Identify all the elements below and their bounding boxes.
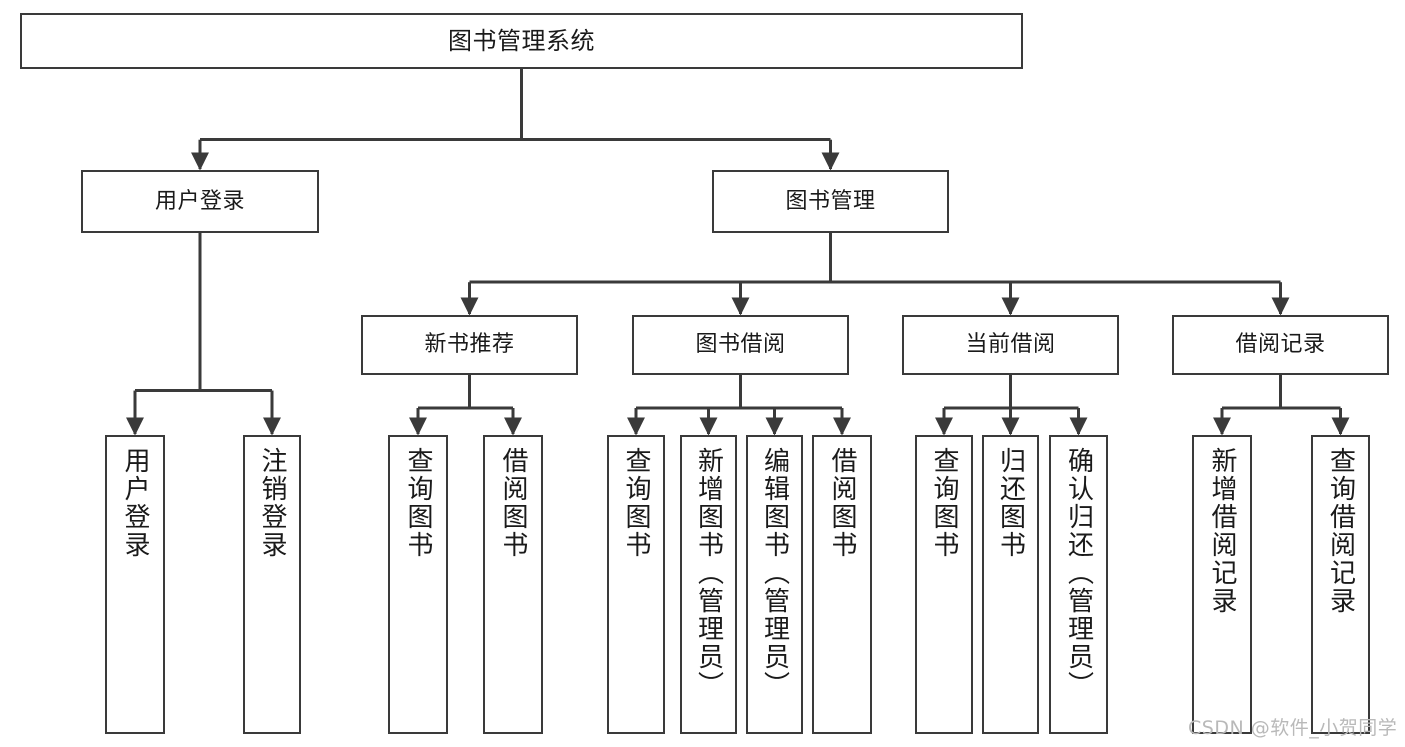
node-leaf-borrow-book-1[interactable]: 借阅图书 <box>483 435 543 734</box>
watermark: CSDN @软件_小贺同学 <box>1188 717 1398 739</box>
node-label: 新增借阅记录 <box>1207 447 1237 615</box>
node-label: 新书推荐 <box>424 332 515 358</box>
node-leaf-borrow-book-2[interactable]: 借阅图书 <box>812 435 872 734</box>
node-current-borrow[interactable]: 当前借阅 <box>902 315 1119 375</box>
node-leaf-return-book[interactable]: 归还图书 <box>982 435 1039 734</box>
node-label: 图书管理系统 <box>448 26 595 55</box>
node-leaf-query-book-1[interactable]: 查询图书 <box>388 435 448 734</box>
node-label: 确认归还（管理员） <box>1063 447 1094 699</box>
node-label: 编辑图书（管理员） <box>759 447 790 699</box>
node-label: 查询图书 <box>929 447 959 559</box>
node-leaf-edit-book[interactable]: 编辑图书（管理员） <box>746 435 803 734</box>
node-label: 借阅图书 <box>498 447 528 559</box>
node-label: 图书借阅 <box>695 332 786 358</box>
node-label: 新增图书（管理员） <box>693 447 724 699</box>
node-borrow-record[interactable]: 借阅记录 <box>1172 315 1389 375</box>
node-label: 用户登录 <box>120 447 150 559</box>
node-label: 查询图书 <box>621 447 651 559</box>
node-book-manage[interactable]: 图书管理 <box>712 170 949 233</box>
node-leaf-user-login[interactable]: 用户登录 <box>105 435 165 734</box>
node-leaf-query-book-3[interactable]: 查询图书 <box>915 435 973 734</box>
node-leaf-logout[interactable]: 注销登录 <box>243 435 301 734</box>
node-label: 注销登录 <box>257 447 287 559</box>
node-label: 查询图书 <box>403 447 433 559</box>
node-book-borrow[interactable]: 图书借阅 <box>632 315 849 375</box>
node-label: 图书管理 <box>785 188 876 214</box>
node-label: 当前借阅 <box>965 332 1056 358</box>
node-user-login[interactable]: 用户登录 <box>81 170 319 233</box>
node-label: 借阅图书 <box>827 447 857 559</box>
node-leaf-query-record[interactable]: 查询借阅记录 <box>1311 435 1370 734</box>
node-leaf-add-book[interactable]: 新增图书（管理员） <box>680 435 737 734</box>
node-leaf-add-record[interactable]: 新增借阅记录 <box>1192 435 1252 734</box>
node-root[interactable]: 图书管理系统 <box>20 13 1023 69</box>
node-label: 归还图书 <box>995 447 1026 559</box>
node-new-book-rec[interactable]: 新书推荐 <box>361 315 578 375</box>
node-leaf-query-book-2[interactable]: 查询图书 <box>607 435 665 734</box>
node-leaf-confirm-return[interactable]: 确认归还（管理员） <box>1049 435 1108 734</box>
node-label: 用户登录 <box>154 188 245 214</box>
node-label: 查询借阅记录 <box>1325 447 1356 615</box>
node-label: 借阅记录 <box>1235 332 1326 358</box>
